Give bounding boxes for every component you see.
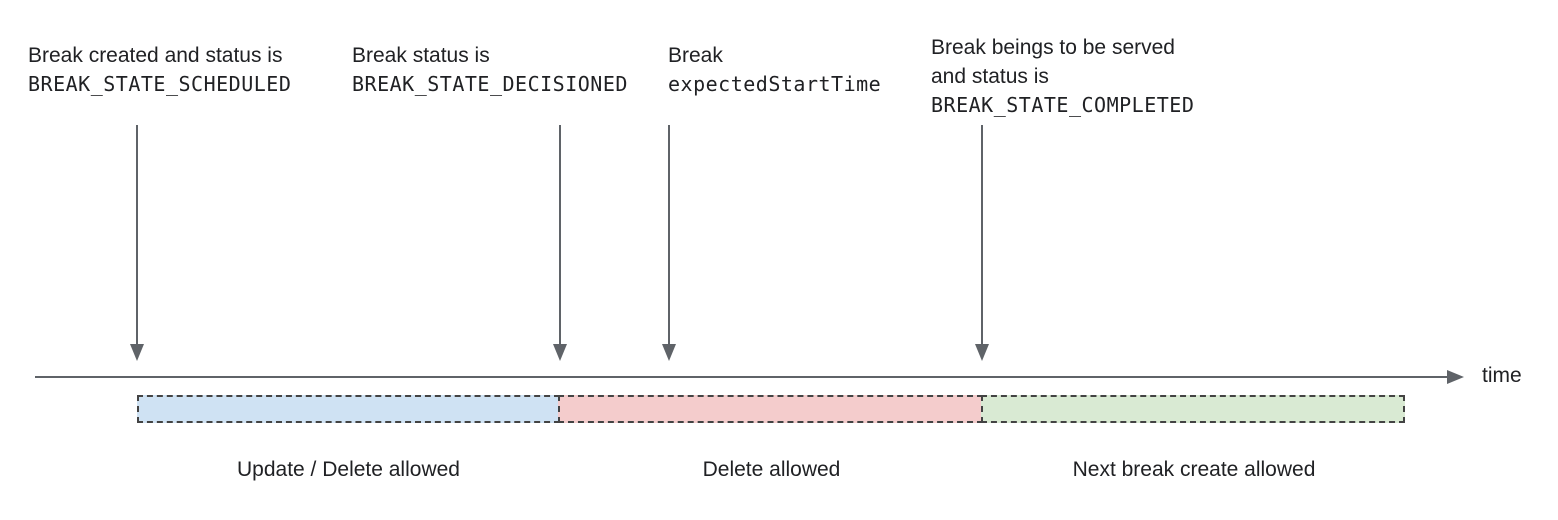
annotation-code: expectedStartTime (668, 72, 882, 96)
arrow-down-icon (975, 344, 989, 361)
annotation-code: BREAK_STATE_COMPLETED (931, 93, 1195, 117)
arrow-down-icon (662, 344, 676, 361)
annotation-text: Break created and status is (28, 44, 283, 67)
arrow-line (668, 125, 670, 344)
annotation-break-decisioned: Break status is BREAK_STATE_DECISIONED (352, 41, 628, 99)
annotation-code: BREAK_STATE_SCHEDULED (28, 72, 292, 96)
arrow-down-icon (130, 344, 144, 361)
arrow-line (981, 125, 983, 344)
annotation-text: Break status is (352, 44, 490, 67)
segment-label-update-delete: Update / Delete allowed (237, 458, 460, 481)
annotation-text: Break (668, 44, 723, 67)
time-axis-label: time (1482, 364, 1522, 387)
annotation-text: and status is (931, 65, 1049, 88)
arrow-break-created (129, 125, 145, 361)
segment-update-delete-allowed (137, 395, 560, 423)
annotation-code: BREAK_STATE_DECISIONED (352, 72, 628, 96)
arrow-break-decisioned (552, 125, 568, 361)
annotation-break-completed: Break beings to be served and status is … (931, 33, 1194, 120)
segment-delete-allowed (558, 395, 983, 423)
annotation-expected-start-time: Break expectedStartTime (668, 41, 881, 99)
arrow-down-icon (553, 344, 567, 361)
segment-label-delete: Delete allowed (702, 458, 841, 481)
period-bars (137, 395, 1405, 423)
time-axis-line (35, 376, 1448, 378)
annotation-text: Break beings to be served (931, 36, 1175, 59)
segment-next-break-create-allowed (981, 395, 1405, 423)
arrow-line (559, 125, 561, 344)
segment-label-next-break-create: Next break create allowed (1072, 458, 1316, 481)
arrow-right-icon (1447, 370, 1464, 384)
arrow-line (136, 125, 138, 344)
arrow-break-completed (974, 125, 990, 361)
annotation-break-created: Break created and status is BREAK_STATE_… (28, 41, 291, 99)
arrow-expected-start-time (661, 125, 677, 361)
